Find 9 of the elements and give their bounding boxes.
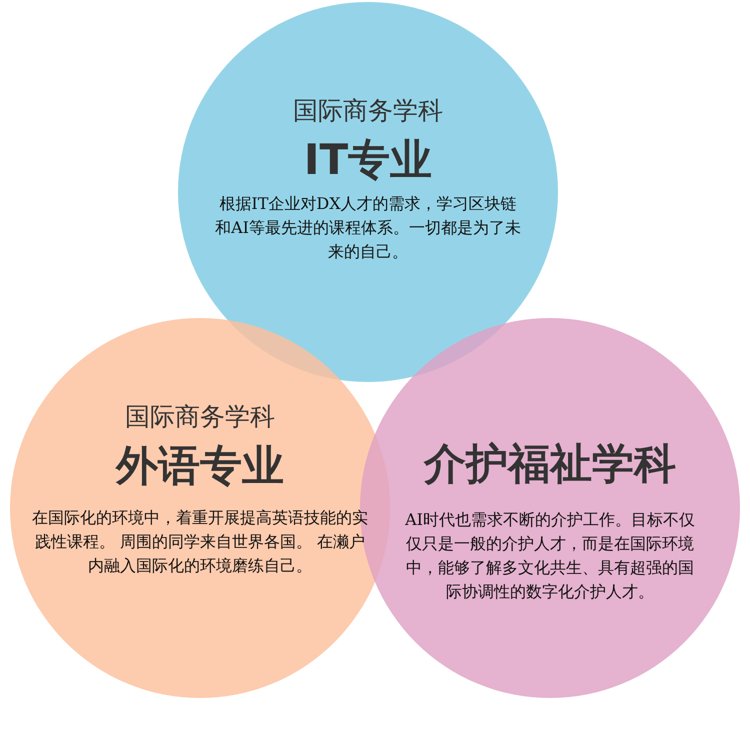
description: AI时代也需求不断的介护工作。目标不仅仅只是一般的介护人才，而是在国际环境中，能够了解多文化共生、具有超强的国际协调性的数字化介护人才。: [404, 509, 696, 603]
heading: 介护福祉学科: [422, 438, 677, 490]
description: 在国际化的环境中，着重开展提高英语技能的实践性课程。 周围的同学来自世界各国。 在濑户内融入国际化的环境磨练自己。: [31, 507, 369, 577]
venn-circle: [178, 2, 558, 382]
heading: 外语专业: [114, 440, 285, 492]
subtitle: 国际商务学科: [124, 401, 276, 433]
heading: IT专业: [302, 134, 434, 186]
description: 根据IT企业对DX人才的需求，学习区块链和AI等最先进的课程体系。一切都是为了未来的自己。: [214, 193, 522, 263]
subtitle: 国际商务学科: [292, 95, 444, 127]
